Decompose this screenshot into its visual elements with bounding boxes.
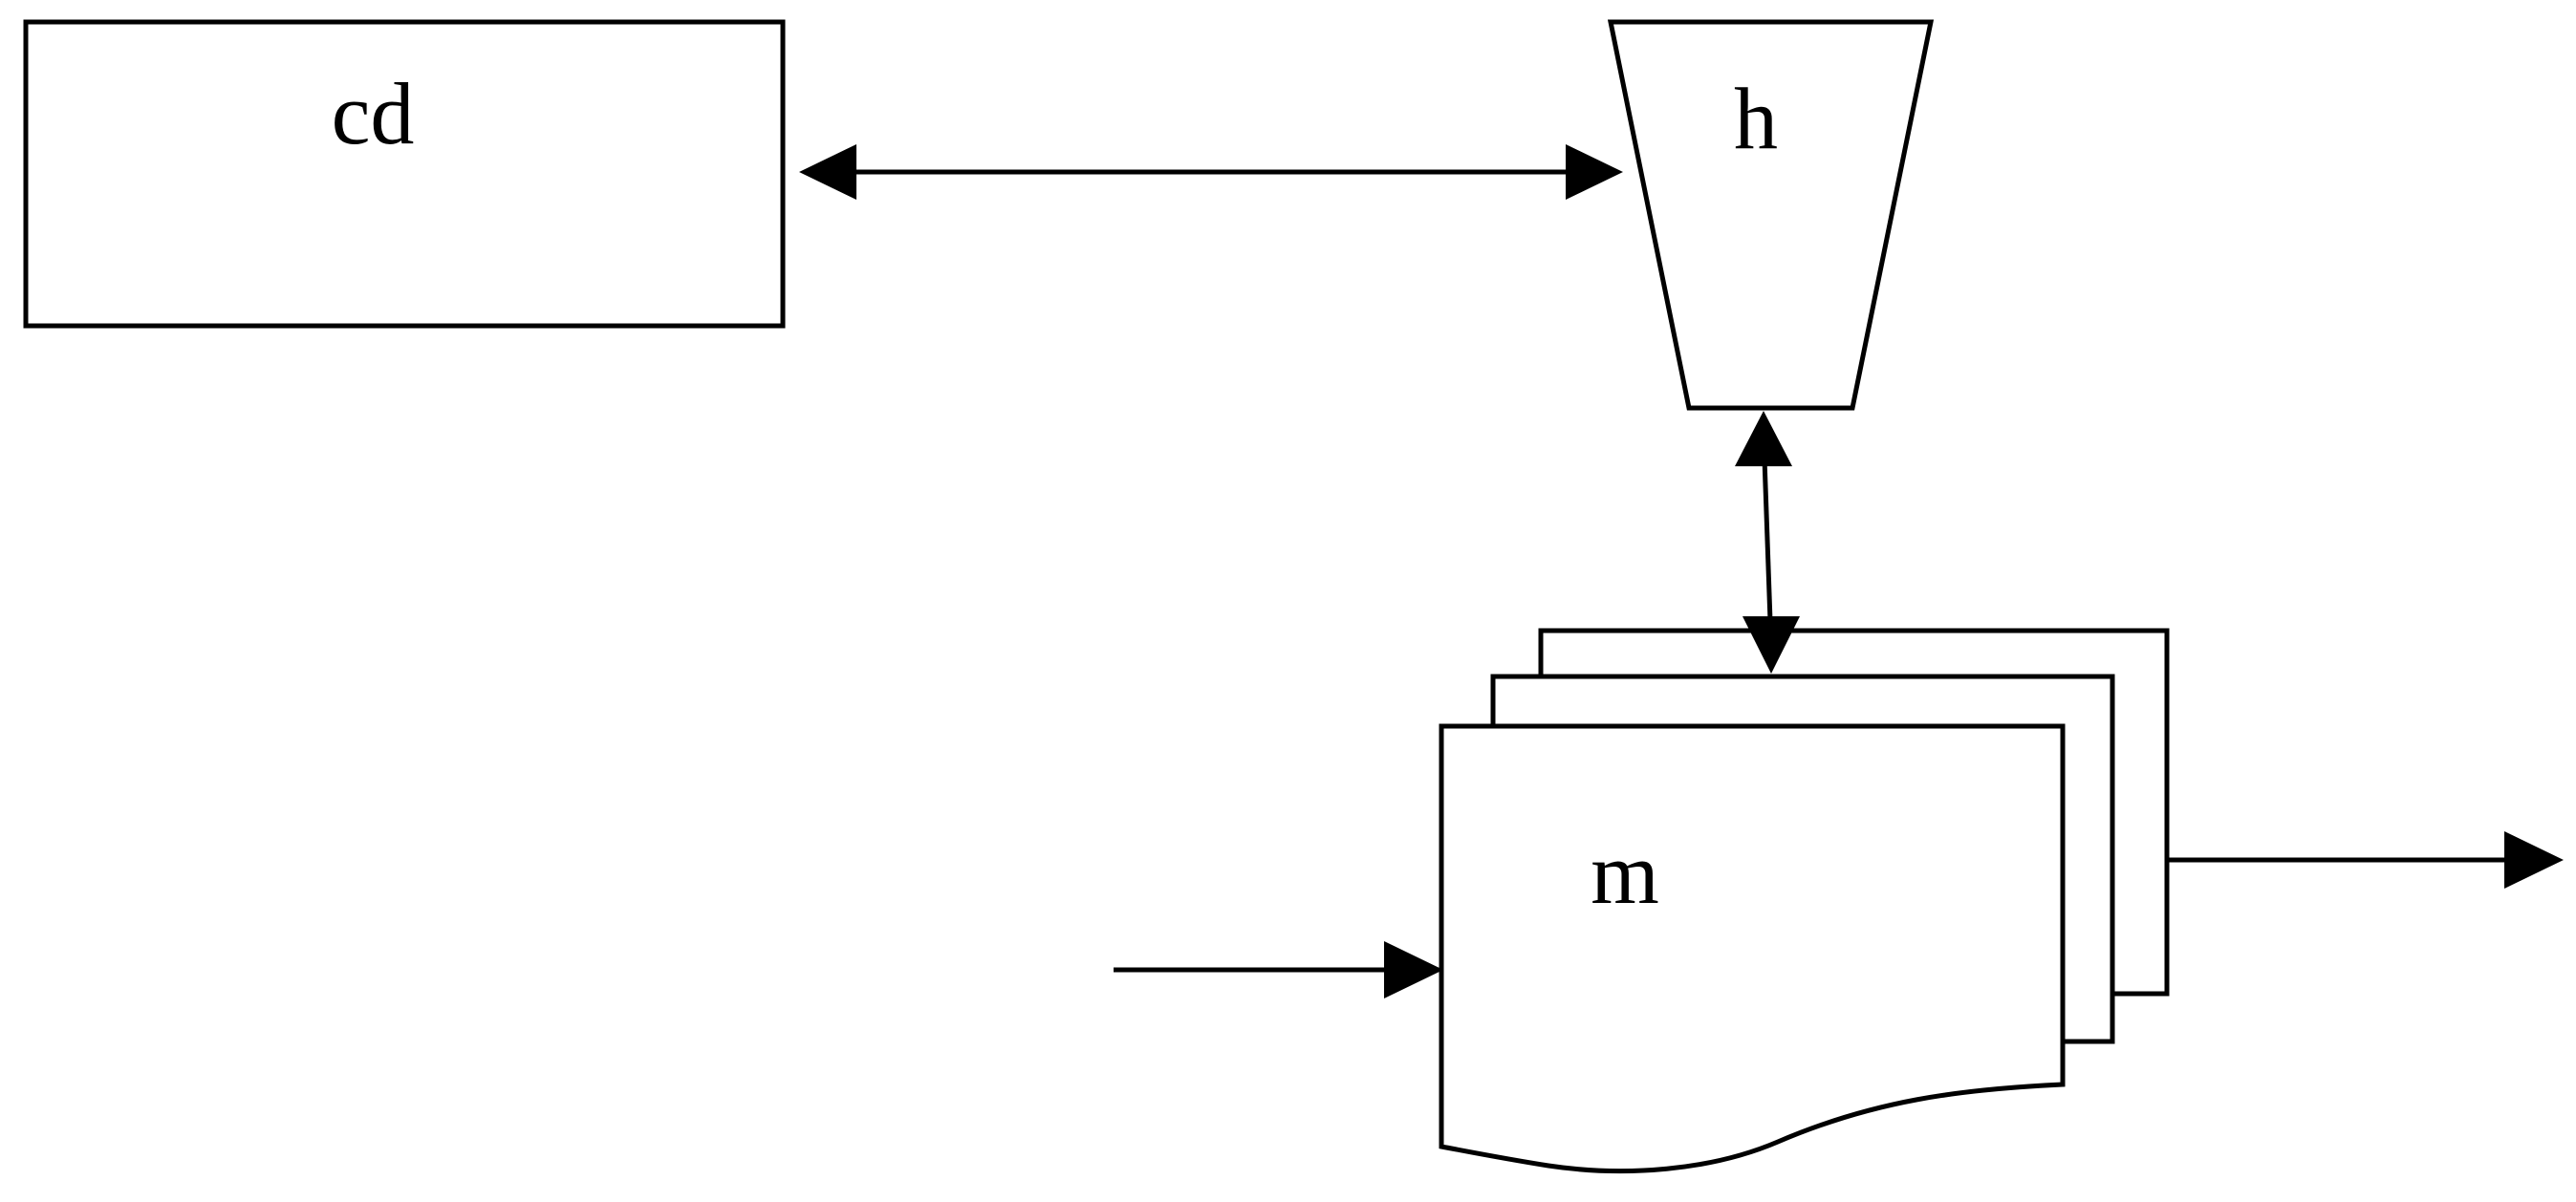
edge-input-m: [1114, 941, 1443, 998]
edge-cd-h: [799, 144, 1623, 200]
node-m: m: [1439, 628, 2170, 1174]
edge-h-m: [1735, 411, 1800, 674]
edge-m-output-arrowhead: [2504, 831, 2564, 889]
edge-cd-h-arrowhead-left: [799, 144, 856, 200]
node-cd-label: cd: [332, 65, 415, 162]
node-m-front-page: [1439, 723, 2066, 1174]
edge-cd-h-arrowhead-right: [1566, 144, 1623, 200]
node-h-trapezoid: [1607, 19, 1935, 411]
edge-h-m-line: [1762, 458, 1773, 622]
node-h: h: [1607, 19, 1935, 411]
node-m-label: m: [1591, 825, 1659, 922]
edge-m-output: [2167, 831, 2564, 889]
node-h-label: h: [1734, 70, 1778, 167]
node-cd: cd: [23, 19, 786, 329]
edge-h-m-arrowhead-down: [1743, 616, 1800, 674]
edge-h-m-arrowhead-up: [1735, 411, 1792, 466]
edge-input-m-arrowhead: [1384, 941, 1443, 998]
node-cd-box: [23, 19, 786, 329]
